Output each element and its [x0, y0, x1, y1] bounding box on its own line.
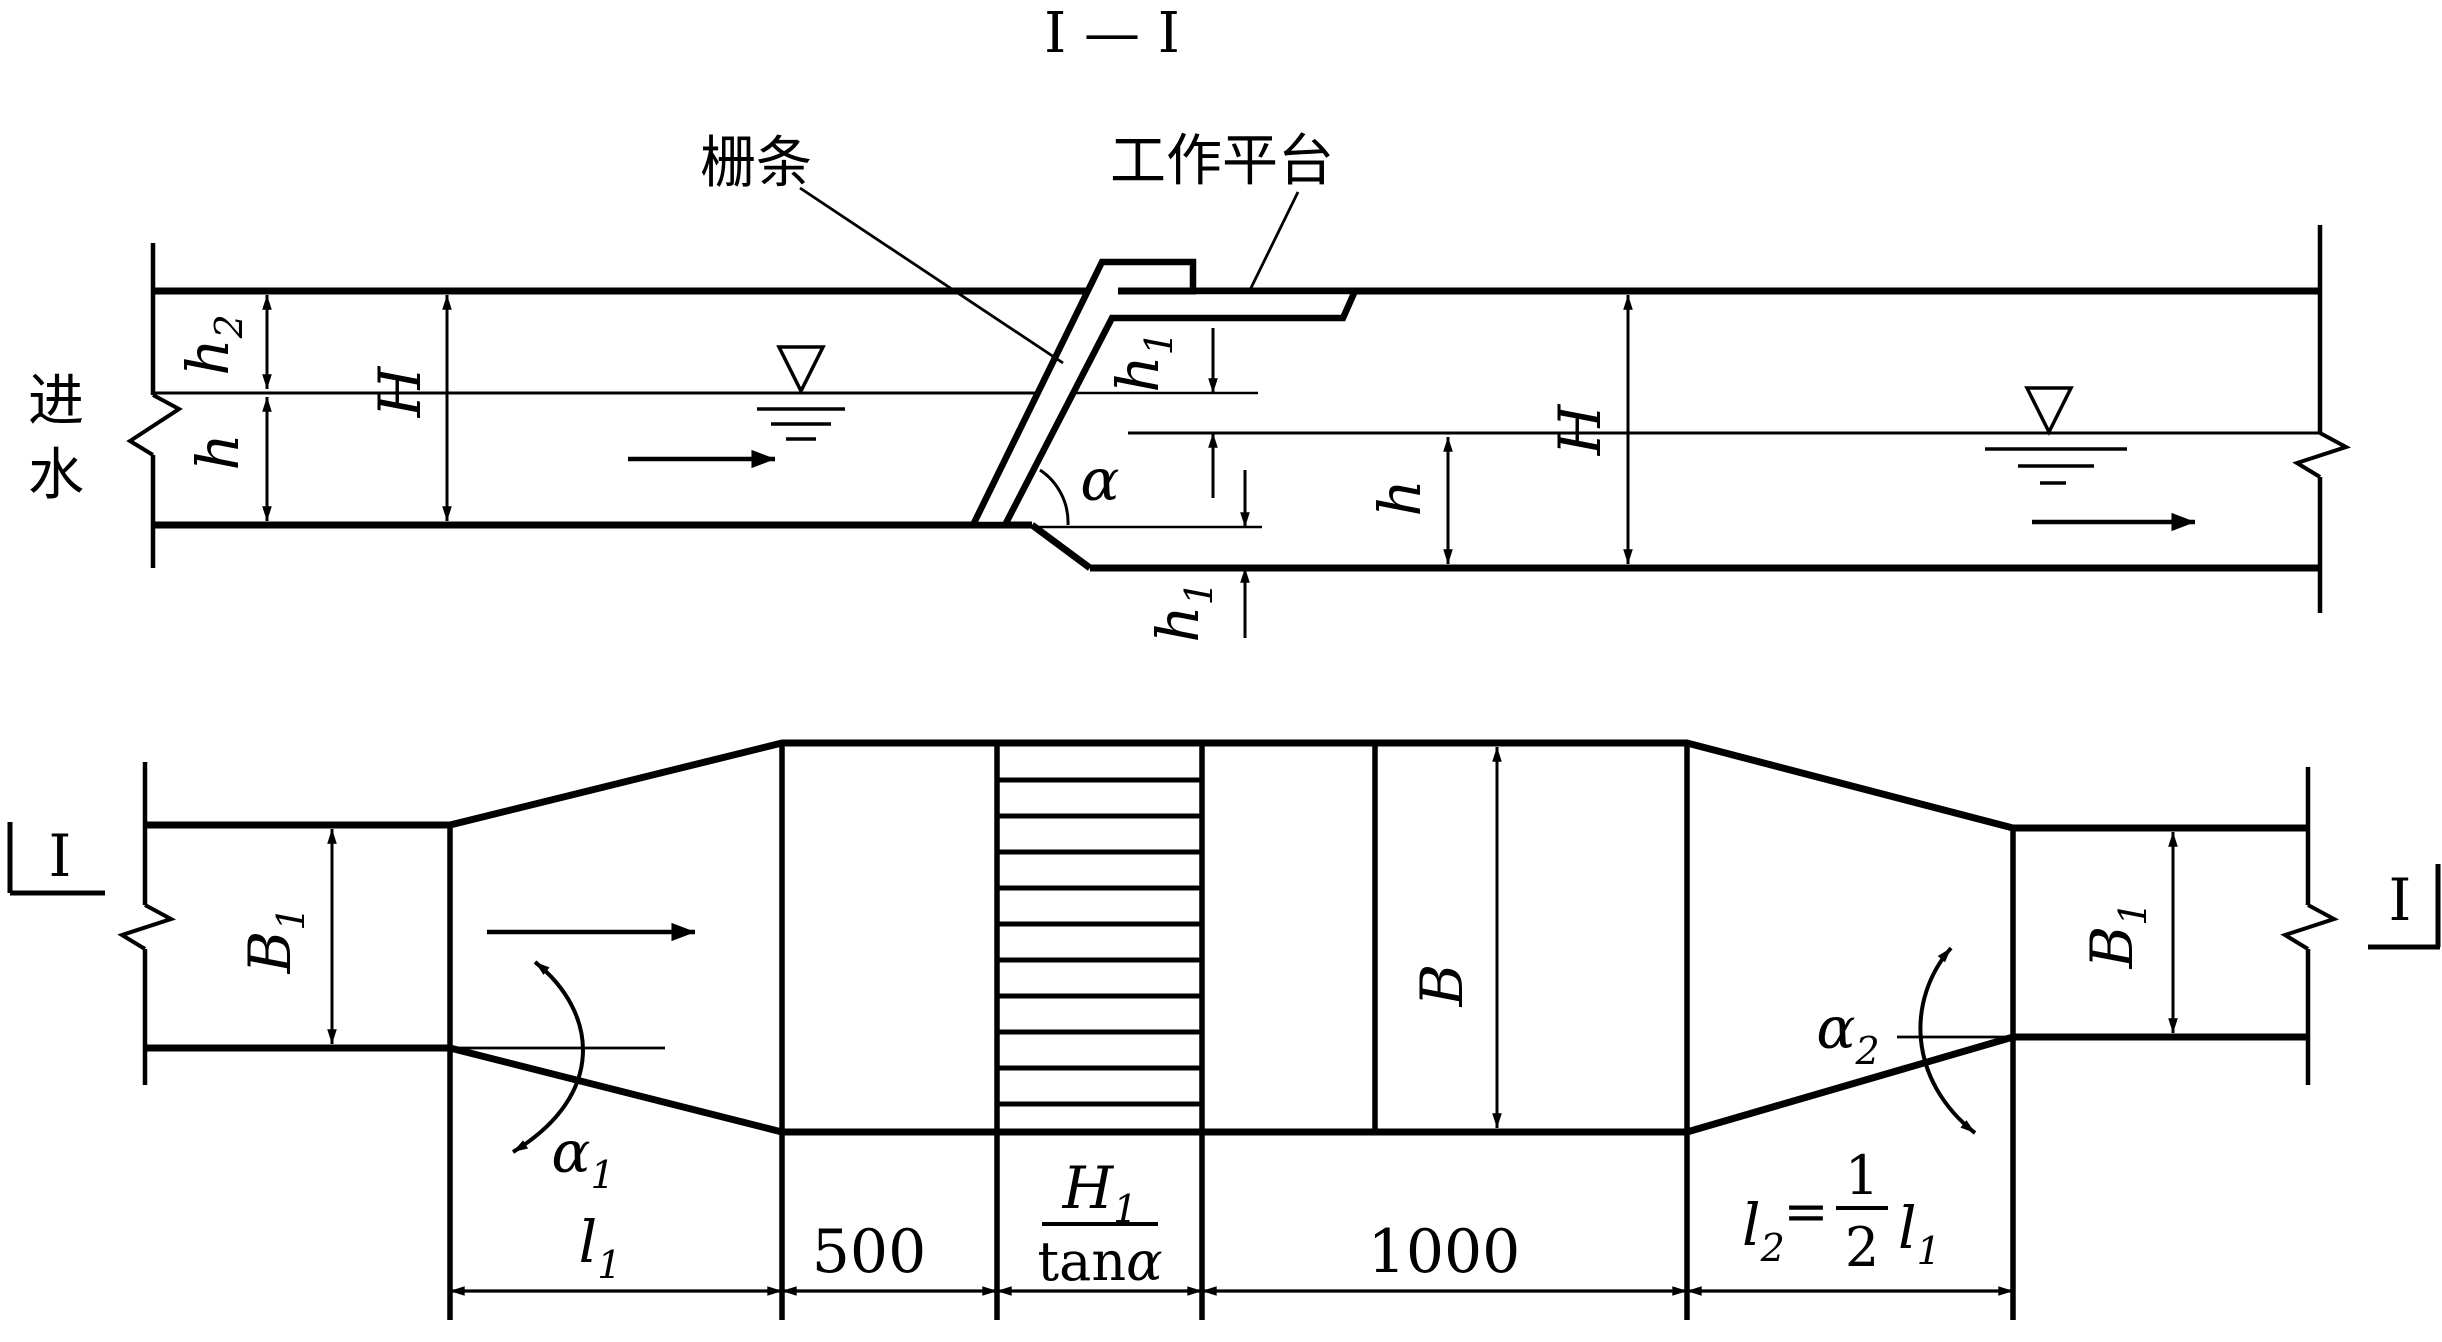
alpha2-angle-arc — [1918, 946, 1977, 1135]
section-dimensions — [262, 294, 1633, 638]
B1-left-label: B1 — [236, 907, 313, 975]
l2-symbol: l2 — [1742, 1191, 1785, 1270]
H1-over-tan-alpha-label: H1 tanα — [1037, 1154, 1162, 1293]
B1-right-label: B1 — [2078, 902, 2155, 970]
bar-screen-label: 栅条 — [700, 131, 812, 196]
screen-angle-arc — [1039, 468, 1070, 526]
plan-view — [7, 739, 2441, 1320]
inlet-label: 进 水 — [28, 369, 84, 508]
tan-alpha-denominator: tanα — [1037, 1230, 1162, 1293]
downstream-water-triangle-icon — [2024, 386, 2074, 436]
platform-label: 工作平台 — [1110, 129, 1334, 194]
alpha-label: α — [1080, 446, 1119, 514]
alpha1-angle-arc — [511, 960, 585, 1154]
plan-width-dimensions — [327, 746, 2178, 1129]
section-cut-marks — [7, 822, 2441, 950]
l2-formula-label: l2 = 1 2 l1 — [1742, 1144, 1941, 1279]
right-boundary-zigzag — [2292, 431, 2352, 479]
h1-head-label: h1 — [1104, 331, 1181, 393]
bar-screen-leader-line — [799, 186, 1064, 365]
upstream-water-triangle-icon — [776, 345, 826, 395]
l1-dim-label: l1 — [579, 1208, 622, 1287]
section-view — [126, 186, 2352, 638]
plan-right-boundary-zigzag — [2280, 903, 2340, 951]
plan-bottom-outline — [145, 1033, 2308, 1136]
equals-sign: = — [1783, 1180, 1828, 1243]
half-denominator: 2 — [1845, 1216, 1879, 1279]
half-numerator: 1 — [1845, 1144, 1879, 1207]
alpha1-label: α1 — [551, 1118, 614, 1197]
inlet-char-1: 进 — [28, 369, 84, 434]
section-mark-left-bracket — [7, 822, 105, 896]
H-left-label: H — [366, 365, 434, 418]
inlet-char-2: 水 — [28, 443, 84, 508]
section-title: I — I — [1044, 1, 1180, 66]
dim-500-label: 500 — [812, 1217, 927, 1287]
h2-label: h2 — [174, 314, 251, 376]
section-mark-right-bracket — [2368, 864, 2441, 950]
plan-top-outline — [145, 739, 2308, 832]
H1-numerator: H1 — [1062, 1154, 1138, 1231]
plan-left-break-boundary — [117, 762, 177, 1085]
h-left-label: h — [184, 433, 252, 470]
plan-right-break-boundary — [2280, 767, 2340, 1085]
section-left-break-boundary — [126, 243, 183, 568]
downstream-water-symbol — [1985, 386, 2127, 485]
section-right-break-boundary — [2292, 225, 2352, 613]
section-mark-right-label: I — [2389, 866, 2412, 934]
section-mark-left-label: I — [49, 822, 72, 890]
B-label: B — [1408, 964, 1476, 1008]
bar-screen-and-platform — [967, 258, 1361, 529]
upstream-water-symbol — [757, 345, 845, 441]
l1-symbol: l1 — [1898, 1194, 1941, 1273]
dim-1000-label: 1000 — [1368, 1217, 1521, 1287]
H-right-label: H — [1546, 403, 1614, 456]
h1-step-label: h1 — [1144, 581, 1221, 643]
plan-left-boundary-zigzag — [117, 903, 177, 951]
alpha2-label: α2 — [1816, 994, 1879, 1073]
h-right-label: h — [1366, 479, 1434, 516]
left-boundary-zigzag — [126, 393, 183, 457]
section-bottom-step — [1029, 522, 1093, 571]
bar-screen-hatch — [997, 777, 1202, 1107]
platform-leader-line — [1248, 191, 1300, 291]
